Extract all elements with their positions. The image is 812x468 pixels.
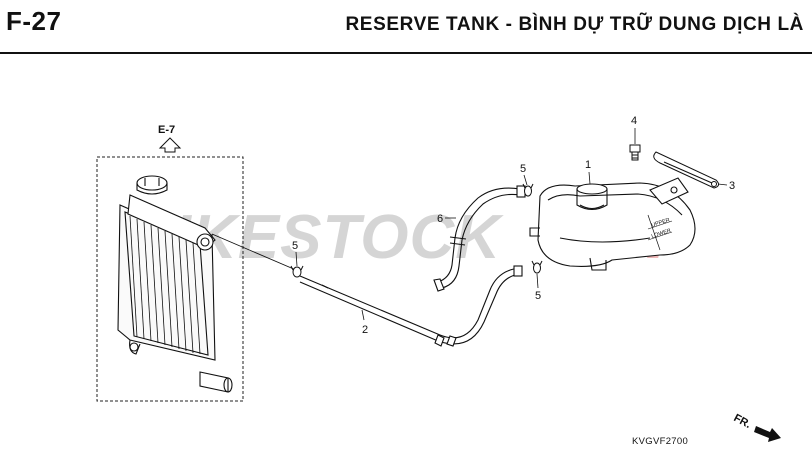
leader-bracket bbox=[717, 183, 728, 186]
direction-label: FR. bbox=[732, 412, 753, 431]
clip-left bbox=[290, 265, 304, 278]
callout-bracket: 3 bbox=[729, 180, 735, 192]
bolt-part-4 bbox=[629, 144, 641, 161]
figure-code: KVGVF2700 bbox=[632, 436, 689, 447]
callout-clip-left: 5 bbox=[292, 240, 298, 252]
lower-mark: LOWER bbox=[651, 228, 672, 240]
reference-label: E-7 bbox=[158, 124, 175, 136]
clip-top bbox=[522, 183, 534, 197]
front-direction-indicator: FR. bbox=[732, 412, 781, 442]
reserve-tank-part-1: UPPER LOWER bbox=[529, 177, 696, 271]
leader-clip-right bbox=[536, 273, 539, 289]
tube-part-2 bbox=[299, 265, 523, 347]
leader-clip-top bbox=[523, 174, 528, 186]
callout-tank: 1 bbox=[585, 159, 591, 171]
leader-tank bbox=[588, 171, 591, 185]
page-title: RESERVE TANK - BÌNH DỰ TRỮ DUNG DỊCH LÀ bbox=[345, 14, 804, 35]
leader-clip-left bbox=[295, 251, 298, 267]
callout-hose: 6 bbox=[437, 213, 443, 225]
bracket-part-3 bbox=[653, 151, 720, 189]
page-header: F-27 RESERVE TANK - BÌNH DỰ TRỮ DUNG DỊC… bbox=[0, 0, 812, 52]
leader-radiator-to-clip bbox=[211, 233, 297, 271]
reference-frame bbox=[96, 156, 244, 402]
up-arrow-icon bbox=[158, 137, 182, 153]
front-arrow-icon bbox=[754, 426, 781, 442]
header-divider bbox=[0, 52, 812, 54]
figure-number: F-27 bbox=[6, 6, 62, 36]
radiator bbox=[117, 175, 233, 393]
callout-clip-top: 5 bbox=[520, 163, 526, 175]
callout-tube: 2 bbox=[362, 324, 368, 336]
leader-tube bbox=[361, 309, 365, 321]
upper-mark: UPPER bbox=[651, 217, 671, 229]
callout-clip-right: 5 bbox=[535, 290, 541, 302]
clip-right bbox=[531, 260, 543, 274]
radiator-reference-group: E-7 bbox=[96, 124, 244, 402]
callout-bolt: 4 bbox=[631, 115, 637, 127]
